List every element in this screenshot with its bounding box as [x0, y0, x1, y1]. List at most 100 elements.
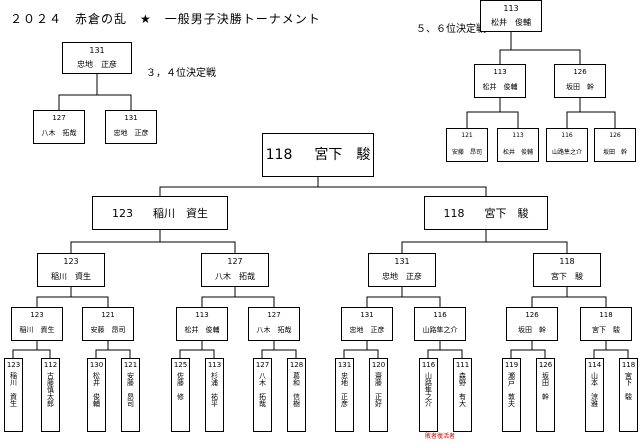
- semi-box: 131 忠地 正彦: [368, 253, 436, 287]
- quarter-seed: 126: [525, 311, 539, 319]
- third-place-name: 忠地 正彦: [113, 129, 149, 137]
- quarter-box: 127 八木 拓哉: [248, 307, 300, 341]
- quarter-box: 126 坂田 幹: [506, 307, 558, 341]
- finalist-name: 宮下 駿: [484, 206, 529, 220]
- quarter-seed: 121: [101, 311, 115, 319]
- bracket-connector: [427, 341, 463, 358]
- bracket-connector: [510, 341, 546, 358]
- entrant-seed: 119: [504, 361, 519, 369]
- finalist-left-box: 123 稲川 資生: [92, 196, 228, 230]
- third-place-seed: 131: [124, 114, 138, 122]
- bracket-connector: [201, 287, 275, 307]
- semi-seed: 127: [227, 257, 243, 266]
- entrant-name: 安藤 昂司: [126, 372, 135, 407]
- quarter-name: 安藤 昂司: [90, 326, 126, 334]
- quarter-seed: 127: [267, 311, 281, 319]
- entrant-name: 佐藤 修: [176, 372, 185, 400]
- quarter-box: 121 安藤 昂司: [82, 307, 134, 341]
- champion-seed: 118: [265, 147, 293, 163]
- semi-name: 稲川 資生: [51, 272, 91, 281]
- semi-name: 忠地 正彦: [382, 272, 422, 281]
- entrant-seed: 111: [455, 361, 470, 369]
- entrant-box: 123 稲川 資生: [4, 358, 23, 432]
- entrant-seed: 121: [123, 361, 138, 369]
- fifth-place-winner-box: 113 松井 俊輔: [480, 0, 542, 32]
- fifth-place-sub-box: 113 松井 俊輔: [497, 128, 539, 162]
- quarter-name: 稲川 資生: [19, 326, 55, 334]
- entrant-box: 120 齋藤 正好: [369, 358, 388, 432]
- entrant-seed: 131: [337, 361, 352, 369]
- fifth-place-name: 松井 俊輔: [502, 149, 533, 156]
- bracket-connector: [179, 341, 215, 358]
- fifth-place-seed: 113: [493, 68, 507, 76]
- third-place-right-box: 131 忠地 正彦: [105, 110, 157, 144]
- entrant-seed: 130: [89, 361, 104, 369]
- entrant-box: 126 坂田 幹: [536, 358, 555, 432]
- entrant-seed: 118: [621, 361, 636, 369]
- quarter-seed: 113: [195, 311, 209, 319]
- fifth-place-name: 安藤 昂司: [451, 149, 482, 156]
- entrant-box: 118 宮下 駿: [619, 358, 638, 432]
- bracket-connector: [70, 230, 236, 253]
- quarter-box: 118 宮下 駿: [580, 307, 632, 341]
- entrant-seed: 125: [173, 361, 188, 369]
- fifth-place-name: 坂田 幹: [566, 83, 594, 91]
- fifth-place-sub-box: 126 坂田 幹: [594, 128, 636, 162]
- entrant-box: 111 森野 有大: [453, 358, 472, 432]
- entrant-box: 114 山本 涼雅: [585, 358, 604, 432]
- entrant-box: 121 安藤 昂司: [121, 358, 140, 432]
- fifth-place-seed: 113: [512, 132, 524, 139]
- finalist-seed: 118: [443, 206, 465, 220]
- bracket-connector: [36, 287, 109, 307]
- fifth-place-seed: 126: [573, 68, 587, 76]
- third-place-seed: 131: [89, 46, 105, 55]
- entrant-name: 忠地 正彦: [340, 372, 349, 407]
- entrant-seed: 128: [289, 361, 304, 369]
- quarter-box: 131 忠地 正彦: [341, 307, 393, 341]
- fifth-place-seed: 113: [503, 4, 519, 13]
- entrant-box: 131 忠地 正彦: [335, 358, 354, 432]
- bracket-connector: [159, 177, 487, 196]
- third-place-title: ３，４位決定戦: [146, 68, 216, 79]
- third-place-name: 忠地 正彦: [77, 60, 117, 69]
- quarter-seed: 131: [360, 311, 374, 319]
- bracket-connector: [95, 341, 131, 358]
- entrant-name: 稲川 資生: [9, 372, 18, 407]
- semi-seed: 123: [63, 257, 79, 266]
- entrant-seed: 120: [371, 361, 386, 369]
- entrant-name: 齋藤 正好: [374, 372, 383, 407]
- entrant-name: 森野 有大: [458, 372, 467, 407]
- third-place-left-box: 127 八木 拓哉: [33, 110, 85, 144]
- semi-seed: 131: [394, 257, 410, 266]
- semi-box: 123 稲川 資生: [37, 253, 105, 287]
- fifth-place-right-box: 126 坂田 幹: [554, 64, 606, 98]
- entrant-name: 八木 拓哉: [258, 372, 267, 407]
- entrant-box: 112 古藤慎太郎: [41, 358, 60, 432]
- entrant-seed: 127: [255, 361, 270, 369]
- semi-name: 八木 拓哉: [215, 272, 255, 281]
- entrant-box: 125 佐藤 修: [171, 358, 190, 432]
- entrant-name: 葛和 信樹: [292, 372, 301, 407]
- bracket-connector: [58, 74, 132, 110]
- fifth-place-name: 山路隼之介: [551, 149, 582, 156]
- quarter-name: 忠地 正彦: [349, 326, 385, 334]
- quarter-seed: 116: [433, 311, 447, 319]
- champion-box: 118 宮下 駿: [262, 133, 374, 177]
- champion-name: 宮下 駿: [314, 147, 371, 163]
- fifth-place-name: 坂田 幹: [602, 149, 627, 156]
- quarter-box: 123 稲川 資生: [11, 307, 63, 341]
- quarter-name: 八木 拓哉: [256, 326, 292, 334]
- bracket-connector: [343, 341, 379, 358]
- semi-name: 宮下 駿: [551, 272, 583, 281]
- semi-box: 127 八木 拓哉: [201, 253, 269, 287]
- third-place-seed: 127: [52, 114, 66, 122]
- finalist-seed: 123: [112, 206, 133, 220]
- bracket-connector: [466, 98, 519, 128]
- entrant-box: 127 八木 拓哉: [253, 358, 272, 432]
- bracket-connector: [401, 230, 568, 253]
- fifth-place-name: 松井 俊輔: [491, 18, 531, 27]
- semi-box: 118 宮下 駿: [533, 253, 601, 287]
- entrant-name: 山本 涼雅: [590, 372, 599, 407]
- bracket-connector: [566, 98, 616, 128]
